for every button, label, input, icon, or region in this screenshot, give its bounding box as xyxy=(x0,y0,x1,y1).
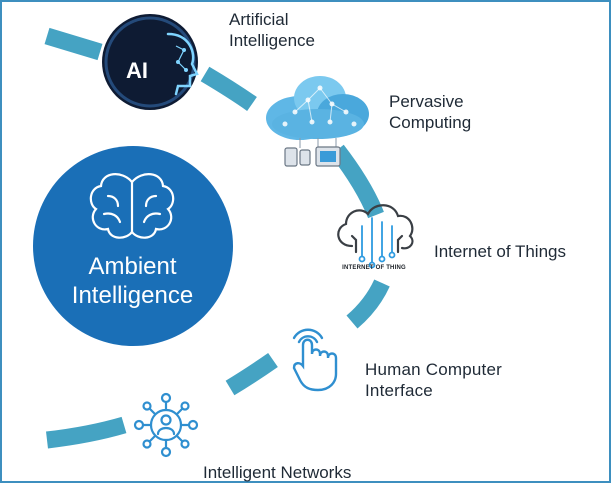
iot-caption: INTERNET OF THING xyxy=(342,265,406,271)
label-artificial-intelligence: Artificial Intelligence xyxy=(229,10,316,50)
hub-circle xyxy=(33,146,233,346)
iot-cloud-icon xyxy=(337,204,414,269)
network-person-icon xyxy=(133,392,199,458)
brain-icon xyxy=(89,173,175,239)
touch-hand-icon xyxy=(292,328,338,392)
ai-head-icon xyxy=(102,14,199,110)
arc-segment xyxy=(44,27,103,61)
arc-segment xyxy=(225,353,278,396)
label-pervasive-computing: Pervasive Computing xyxy=(389,92,472,132)
hub-title: Ambient Intelligence xyxy=(71,253,194,309)
arc-segment xyxy=(346,279,390,329)
arc-segment xyxy=(330,144,384,219)
label-human-computer-interface: Human Computer Interface xyxy=(365,360,502,400)
connector-arc xyxy=(44,27,390,449)
arc-segment xyxy=(46,416,127,449)
label-intelligent-networks: Intelligent Networks xyxy=(203,463,352,482)
cloud-devices-icon xyxy=(266,76,369,167)
label-internet-of-things: Internet of Things xyxy=(434,242,566,261)
ai-badge-text: AI xyxy=(126,58,148,83)
arc-segment xyxy=(200,66,257,111)
